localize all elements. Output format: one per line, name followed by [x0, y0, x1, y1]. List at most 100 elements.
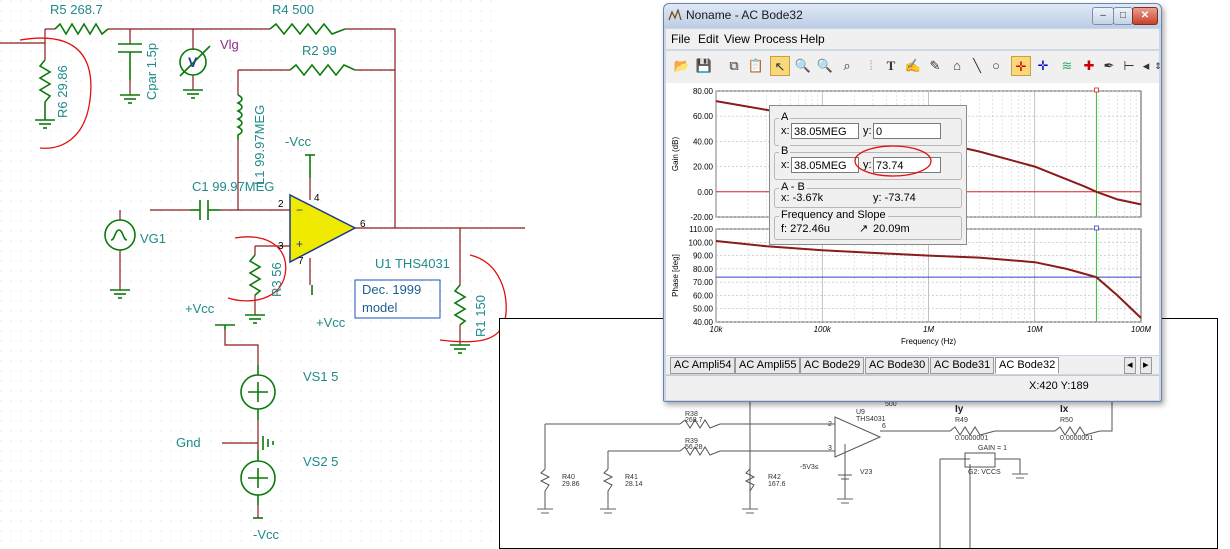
label-c1: C1 99.97MEG — [192, 180, 274, 194]
y-tick-label: 20.00 — [693, 163, 714, 172]
label-vg1: VG1 — [140, 232, 166, 246]
embedded-value-r41: 28.14 — [625, 481, 643, 489]
tab-ac-ampli55[interactable]: AC Ampli55 — [735, 357, 800, 374]
paste-icon[interactable]: 📋 — [746, 56, 766, 76]
add-marker-icon[interactable]: ✚ — [1079, 56, 1099, 76]
menu-bar: File Edit View Process Help — [666, 29, 1159, 49]
cursor-a-icon[interactable]: ✛ — [1011, 56, 1031, 76]
note-line-2: model — [362, 300, 397, 315]
pin-3: 3 — [278, 240, 284, 254]
embedded-ground-3 — [742, 509, 758, 513]
note-line-1: Dec. 1999 — [362, 282, 421, 297]
ellipse-tool-icon[interactable]: ○ — [986, 56, 1006, 76]
menu-edit[interactable]: Edit — [698, 32, 719, 46]
cursor-marker — [1094, 88, 1098, 92]
cursor-a-x-field[interactable]: 38.05MEG — [791, 123, 859, 139]
y-tick-label: -20.00 — [690, 213, 713, 222]
label-cpar: Cpar 1.5p — [145, 43, 159, 100]
pointer-icon[interactable]: ↖ — [770, 56, 790, 76]
embedded-top-label: 500 — [885, 401, 897, 409]
embedded-ground-1 — [537, 509, 553, 513]
embedded-label-iy: Iy — [955, 405, 963, 415]
cursor-b-x-label: x: — [781, 159, 790, 171]
y-tick-label: 60.00 — [693, 291, 714, 300]
embedded-label-gain: GAIN = 1 — [978, 445, 1007, 453]
pen-icon[interactable]: ✒ — [1099, 56, 1119, 76]
label-vlg: Vlg — [220, 38, 239, 52]
slope-value: 20.09m — [873, 223, 910, 235]
maximize-button[interactable]: □ — [1113, 7, 1133, 25]
embedded-label-g2: G2: VCCS — [968, 469, 1001, 477]
window-titlebar[interactable]: Noname - AC Bode32 – □ ✕ — [664, 4, 1161, 28]
label-minus-vcc-top: -Vcc — [285, 135, 311, 149]
cursor-b-icon[interactable]: ✛ — [1033, 56, 1053, 76]
label-u1: U1 THS4031 — [375, 257, 450, 271]
cursor-diff-group: A - B x: -3.67k y: -73.74 — [774, 188, 962, 208]
label-plus-vcc-bottom: +Vcc — [316, 316, 345, 330]
cursor-marker — [1094, 226, 1098, 230]
text-tool-icon[interactable]: T — [881, 56, 901, 76]
tabs-scroll-right-icon[interactable]: ▸ — [1140, 357, 1152, 374]
grid-icon[interactable]: ⁞ — [861, 56, 881, 76]
menu-process[interactable]: Process — [754, 32, 797, 46]
y-tick-label: 60.00 — [693, 112, 714, 121]
y-tick-label: 50.00 — [693, 305, 714, 314]
tabs-scroll-left-icon[interactable]: ◂ — [1124, 357, 1136, 374]
toolbar: 📂 💾 ⧉ 📋 ↖ 🔍 🔍 ⌕ ⁞ T ✍ ✎ ⌂ ╲ ○ ✛ ✛ ≋ ✚ ✒ … — [666, 50, 1159, 83]
y-tick-label: 110.00 — [689, 225, 713, 234]
curve-select-icon[interactable]: ≋ — [1057, 56, 1077, 76]
cursor-b-x-field[interactable]: 38.05MEG — [791, 157, 859, 173]
pin-4: 4 — [314, 192, 320, 206]
label-plus-vcc-left: +Vcc — [185, 302, 214, 316]
embedded-ground-2 — [600, 509, 616, 513]
x-tick-label: 100M — [1131, 325, 1151, 334]
save-icon[interactable]: 💾 — [694, 56, 714, 76]
cursor-a-title: A — [779, 111, 790, 123]
embedded-pin-2: 2 — [828, 421, 832, 429]
tab-ac-bode32[interactable]: AC Bode32 — [995, 357, 1059, 374]
cursor-a-y-label: y: — [863, 125, 872, 137]
embedded-ground-4 — [837, 499, 853, 503]
markup-by-field — [851, 141, 941, 181]
shape-icon[interactable]: ⌂ — [947, 56, 967, 76]
pin-7: 7 — [298, 255, 304, 269]
tab-ac-bode29[interactable]: AC Bode29 — [800, 357, 864, 374]
cursor-b-title: B — [779, 145, 790, 157]
embedded-resistor-r40 — [541, 469, 549, 509]
embedded-label-v23: V23 — [860, 469, 872, 477]
embedded-resistor-r49 — [950, 427, 995, 435]
embedded-label-vsrc: -5V3≤ — [800, 464, 819, 472]
label-r4: R4 500 — [272, 3, 314, 17]
tab-ac-ampli54[interactable]: AC Ampli54 — [670, 357, 735, 374]
bode-window: Noname - AC Bode32 – □ ✕ File Edit View … — [663, 3, 1162, 402]
tab-ac-bode30[interactable]: AC Bode30 — [865, 357, 929, 374]
curve-label-icon[interactable]: ✍ — [903, 56, 923, 76]
x-tick-label: 10M — [1027, 325, 1043, 334]
x-axis-label: Frequency (Hz) — [901, 337, 956, 346]
y-tick-label: 40.00 — [693, 137, 714, 146]
zoom-fit-icon[interactable]: ⌕ — [837, 56, 857, 76]
embedded-value-r50: 0.0000001 — [1060, 435, 1093, 443]
close-button[interactable]: ✕ — [1132, 7, 1158, 25]
line-tool-icon[interactable]: ╲ — [967, 56, 987, 76]
menu-view[interactable]: View — [724, 32, 750, 46]
menu-file[interactable]: File — [671, 32, 690, 46]
zoom-in-icon[interactable]: 🔍 — [793, 56, 813, 76]
zoom-out-icon[interactable]: 🔍 — [815, 56, 835, 76]
label-l1: L1 99.97MEG — [253, 105, 267, 185]
minimize-button[interactable]: – — [1092, 7, 1114, 25]
embedded-value-r49: 0.0000001 — [955, 435, 988, 443]
open-folder-icon[interactable]: 📂 — [672, 56, 692, 76]
y-tick-label: 100.00 — [689, 238, 714, 247]
freq-slope-title: Frequency and Slope — [779, 209, 888, 221]
toolbar-scroll-updown-icon[interactable]: ⇕ — [1148, 56, 1168, 76]
menu-help[interactable]: Help — [800, 32, 825, 46]
copy-icon[interactable]: ⧉ — [724, 56, 744, 76]
cursor-a-y-field[interactable]: 0 — [873, 123, 941, 139]
svg-text:+: + — [296, 237, 303, 251]
annotation-icon[interactable]: ✎ — [925, 56, 945, 76]
embedded-label-r50: R50 — [1060, 417, 1073, 425]
tab-ac-bode31[interactable]: AC Bode31 — [930, 357, 994, 374]
analysis-tabs: AC Ampli54 AC Ampli55 AC Bode29 AC Bode3… — [666, 356, 1159, 374]
